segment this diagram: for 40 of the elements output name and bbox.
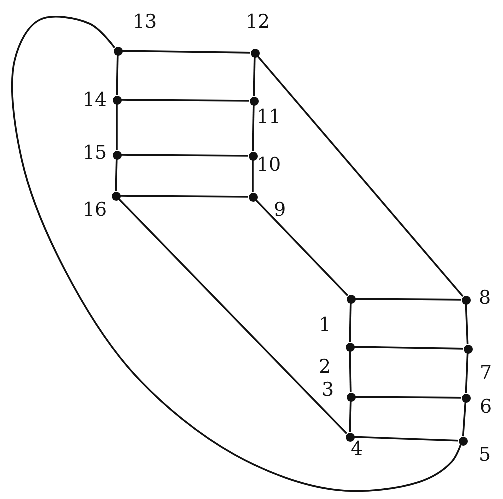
edge-line bbox=[349, 351, 352, 393]
edge-line bbox=[252, 160, 254, 192]
vertex-label: 6 bbox=[478, 396, 494, 418]
edge-line bbox=[120, 195, 248, 198]
edge-line bbox=[465, 353, 469, 394]
vertex-label: 15 bbox=[82, 142, 108, 164]
edge-line bbox=[116, 104, 118, 150]
curved-edge bbox=[11, 16, 462, 492]
edge-line bbox=[356, 298, 462, 301]
edge-line bbox=[122, 154, 248, 157]
edge-line bbox=[252, 105, 255, 152]
vertex-label: 8 bbox=[478, 287, 492, 309]
vertex-label: 11 bbox=[256, 106, 282, 128]
vertex-label: 14 bbox=[82, 89, 108, 111]
edge-line bbox=[253, 57, 256, 97]
vertex-label: 5 bbox=[478, 444, 492, 466]
edge-line bbox=[118, 198, 348, 434]
vertex-label: 9 bbox=[272, 199, 288, 221]
edge-line bbox=[122, 50, 251, 54]
vertex-label: 10 bbox=[256, 154, 282, 176]
edge-line bbox=[354, 436, 459, 442]
vertex-label: 2 bbox=[318, 356, 332, 378]
edge-line bbox=[462, 402, 467, 437]
vertex-label: 4 bbox=[350, 438, 364, 460]
edge-line bbox=[116, 55, 119, 96]
edge-line bbox=[354, 346, 464, 350]
vertex-label: 1 bbox=[318, 314, 332, 336]
vertex-label: 13 bbox=[132, 11, 158, 33]
vertex-label: 3 bbox=[320, 379, 336, 401]
edge-line bbox=[349, 303, 352, 343]
edge-line bbox=[257, 56, 464, 298]
edge-line bbox=[465, 304, 469, 345]
edge-line bbox=[122, 99, 250, 102]
edge-line bbox=[255, 200, 349, 296]
vertex-label: 12 bbox=[245, 11, 271, 33]
vertex-label: 7 bbox=[478, 362, 494, 384]
edge-line bbox=[356, 396, 462, 399]
vertex-label: 16 bbox=[82, 199, 108, 221]
edge-line bbox=[115, 159, 118, 192]
edge-line bbox=[349, 401, 352, 433]
